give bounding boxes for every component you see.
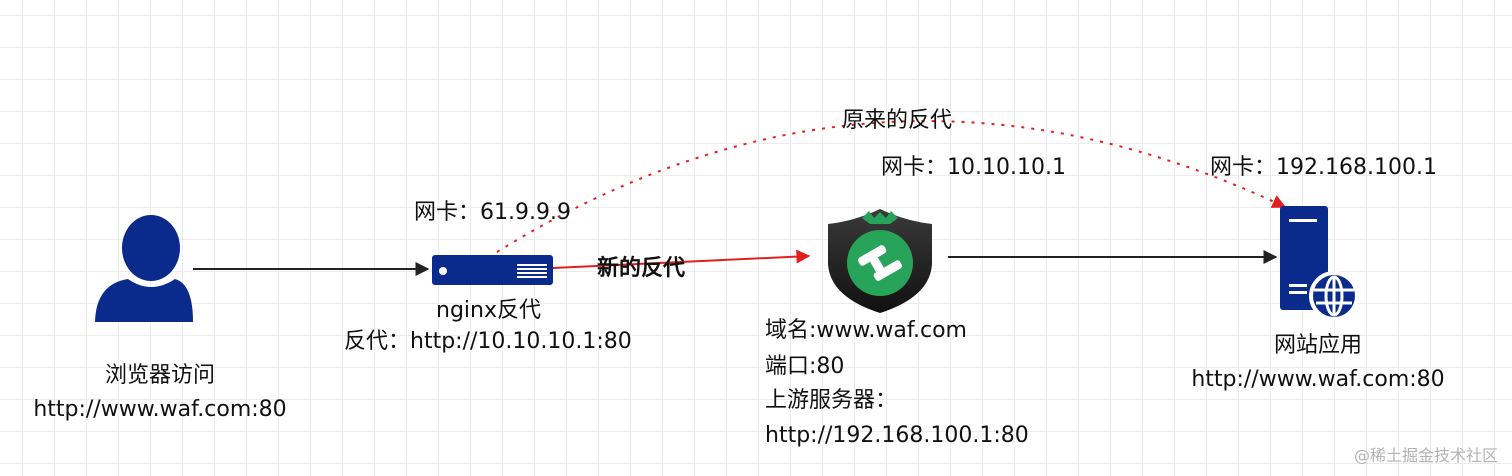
waf-upstream-url: http://192.168.100.1:80 xyxy=(765,423,1029,448)
webapp-label: 网站应用 xyxy=(1273,333,1363,358)
watermark: @稀土掘金技术社区 xyxy=(1353,446,1498,465)
webapp-nic: 网卡：192.168.100.1 xyxy=(1210,155,1437,180)
router-icon xyxy=(432,255,553,285)
waf-upstream-label: 上游服务器： xyxy=(765,388,898,413)
nginx-nic: 网卡：61.9.9.9 xyxy=(414,200,571,225)
webapp-url: http://www.waf.com:80 xyxy=(1191,367,1445,392)
browser-label: 浏览器访问 xyxy=(104,363,216,388)
nginx-proxy-target: 反代：http://10.10.10.1:80 xyxy=(344,329,632,354)
waf-nic: 网卡：10.10.10.1 xyxy=(881,155,1066,180)
shield-icon xyxy=(828,209,932,313)
nginx-label: nginx反代 xyxy=(436,298,541,323)
new-proxy-label: 新的反代 xyxy=(597,256,686,281)
edge-nginx-to-waf-new xyxy=(552,249,811,269)
user-icon xyxy=(95,215,193,322)
web-server-icon xyxy=(1280,206,1359,321)
edge-nginx-to-webapp-original xyxy=(496,120,1287,253)
waf-port: 端口:80 xyxy=(765,354,845,379)
browser-url: http://www.waf.com:80 xyxy=(33,397,287,422)
waf-domain: 域名:www.waf.com xyxy=(765,318,967,343)
original-proxy-label: 原来的反代 xyxy=(842,108,953,133)
